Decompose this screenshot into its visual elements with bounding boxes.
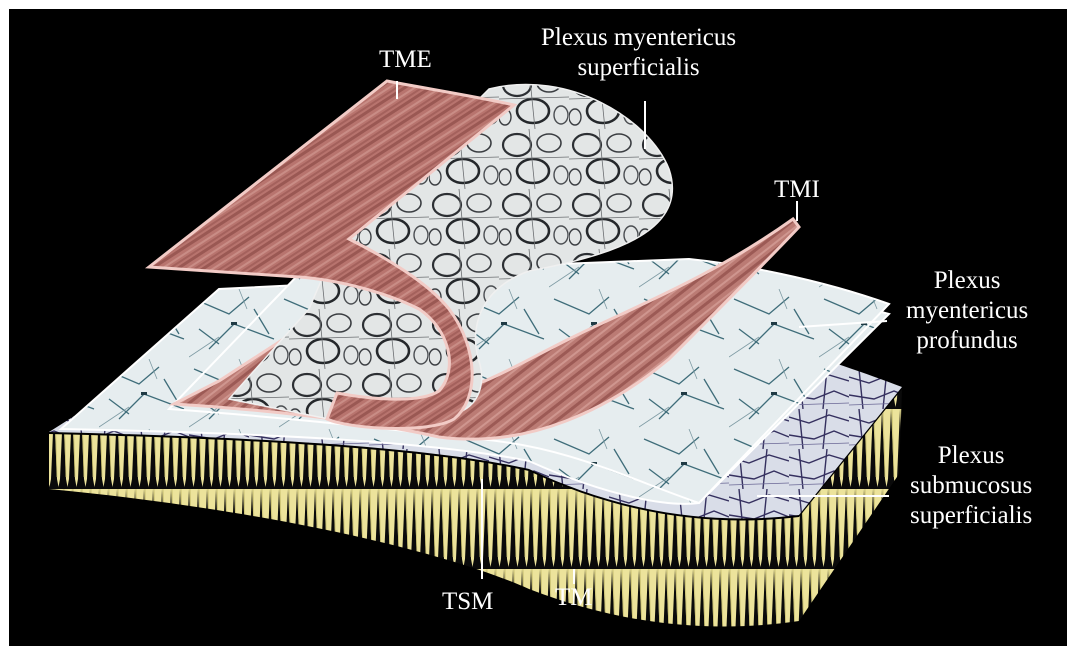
label-plexus-myentericus-profundus: Plexus myentericus profundus <box>906 266 1028 356</box>
label-pmp-line2: myentericus <box>906 296 1028 326</box>
label-tsm: TSM <box>442 587 493 617</box>
label-pss-line3: superficialis <box>910 501 1032 531</box>
label-pss-line2: submucosus <box>910 471 1032 501</box>
label-pss-line1: Plexus <box>910 441 1032 471</box>
label-tmi: TMI <box>774 175 820 205</box>
label-pms-line2: superficialis <box>541 53 736 83</box>
label-plexus-myentericus-superficialis: Plexus myentericus superficialis <box>541 23 736 83</box>
label-pmp-line3: profundus <box>906 326 1028 356</box>
label-pmp-line1: Plexus <box>906 266 1028 296</box>
label-pms-line1: Plexus myentericus <box>541 23 736 53</box>
label-tm: TM <box>555 583 593 613</box>
diagram-frame: TME Plexus myentericus superficialis TMI… <box>9 9 1067 646</box>
label-plexus-submucosus-superficialis: Plexus submucosus superficialis <box>910 441 1032 531</box>
label-tme: TME <box>379 45 432 75</box>
